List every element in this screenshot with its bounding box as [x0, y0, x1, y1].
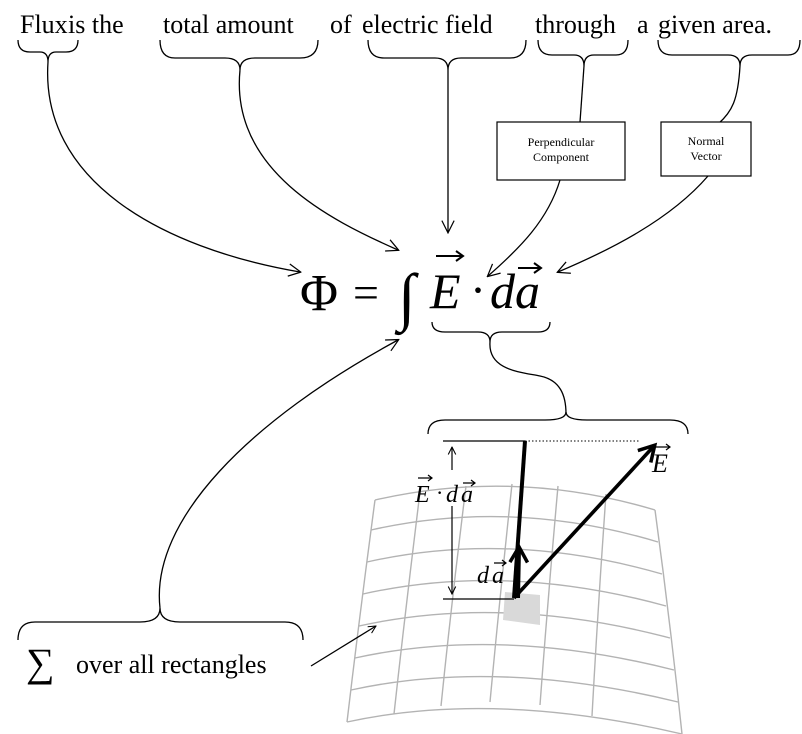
sentence-word-of: of: [330, 10, 352, 39]
arrow-total-to-integral: [238, 69, 398, 250]
flux-equation: Φ = ∫ E · d a: [300, 250, 543, 336]
arrow-label-to-surface: [310, 626, 376, 667]
sentence-word-electric-field: electric field: [362, 10, 493, 39]
label-E: E: [651, 449, 668, 478]
connector-to-figure: [489, 341, 567, 415]
perpendicular-box-line2: Component: [533, 150, 590, 164]
arrow-sum-to-integral: [158, 340, 398, 609]
sum-symbol: ∑: [26, 640, 55, 685]
brace-total-amount: [159, 39, 319, 71]
dot-label-dot: ·: [436, 480, 443, 505]
equation-phi: Φ: [300, 265, 338, 322]
equation-dot: ·: [470, 264, 486, 317]
sum-brace: [17, 607, 304, 641]
equation-brace: [427, 321, 689, 435]
sentence-word-flux: Flux: [20, 10, 68, 39]
da-label-a: a: [492, 563, 504, 589]
da-label: d a: [477, 559, 507, 589]
figure-brace: [427, 411, 689, 435]
brace-electric-field: [367, 39, 527, 71]
sentence-braces: [17, 39, 801, 71]
arrow-flux-to-phi: [47, 61, 300, 272]
surface-grid: [346, 483, 683, 734]
surface-patch-da: [503, 592, 540, 625]
arrow-normal-to-a: [558, 175, 709, 272]
perpendicular-box-line1: Perpendicular: [528, 135, 595, 149]
dot-product-label: E · d a: [414, 474, 476, 508]
perpendicular-component-box: Perpendicular Component: [496, 121, 626, 181]
brace-given-area: [657, 39, 801, 67]
vectors: [443, 440, 658, 600]
sentence-word-total-amount: total amount: [163, 10, 294, 39]
dot-label-E: E: [414, 482, 430, 508]
vector-arrow-E: [436, 250, 465, 262]
sentence: Flux is the total amount of electric fie…: [20, 10, 772, 39]
dot-label-a: a: [461, 482, 473, 508]
sentence-arrows: [47, 61, 741, 276]
vector-arrow-a: [518, 262, 543, 274]
equation-integral: ∫: [394, 261, 419, 336]
sum-brace-and-arrows: [17, 340, 398, 667]
E-vector: [512, 442, 658, 600]
E-vector-label: E: [651, 443, 671, 478]
equation-d: d: [490, 263, 516, 319]
sentence-word-is-the: is the: [68, 10, 124, 39]
equation-equals: =: [353, 267, 379, 318]
sentence-word-through: through: [535, 10, 616, 39]
arrow-area-to-box: [717, 65, 741, 125]
equation-E: E: [429, 263, 461, 319]
dot-label-d: d: [446, 482, 459, 508]
normal-vector-box: Normal Vector: [660, 121, 752, 177]
arrow-through-to-box: [579, 65, 585, 123]
projection-vector: [512, 440, 527, 599]
normal-box-line1: Normal: [688, 134, 725, 148]
da-label-d: d: [477, 563, 490, 589]
sum-label: over all rectangles: [76, 650, 267, 679]
brace-flux: [17, 39, 79, 63]
arrow-perp-to-dot: [488, 179, 561, 276]
da-vector: [508, 543, 530, 599]
brace-through: [537, 39, 629, 67]
sentence-word-a: a: [637, 10, 649, 39]
normal-box-line2: Vector: [690, 149, 721, 163]
sentence-word-given-area: given area.: [658, 10, 772, 39]
